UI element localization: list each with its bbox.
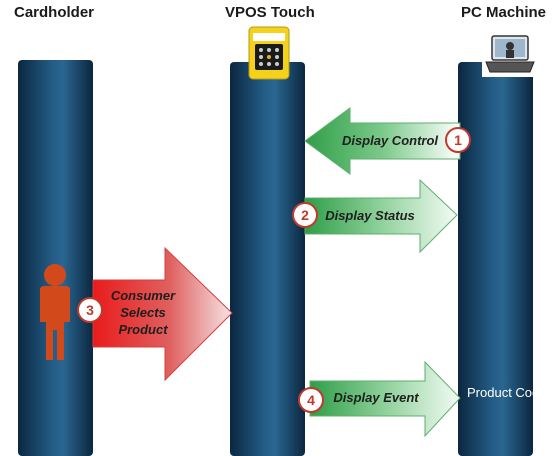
product-code-label: Product Code [467, 385, 547, 400]
step-3-number: 3 [86, 302, 94, 318]
person-icon [40, 264, 70, 360]
arrow-consumer-selects-product: Consumer Selects Product 3 [77, 246, 233, 382]
lane-title-pc: PC Machine [461, 4, 547, 21]
arrow-display-status: Display Status 2 [292, 178, 458, 254]
arrow-display-event: Display Event 4 [298, 360, 461, 438]
step-2-badge [292, 202, 318, 228]
vpos-lifeline [230, 62, 305, 456]
step-3-label-line-3: Product [118, 322, 168, 337]
step-1-badge [445, 127, 471, 153]
vpos-terminal-icon [248, 26, 290, 80]
step-3-badge [77, 297, 103, 323]
step-3-label-line-2: Selects [120, 305, 166, 320]
step-3-label-line-1: Consumer [111, 288, 176, 303]
step-1-label: Display Control [342, 133, 438, 148]
lane-title-vpos: VPOS Touch [225, 4, 315, 21]
step-4-label: Display Event [333, 390, 419, 405]
step-4-badge [298, 387, 324, 413]
laptop-icon [482, 33, 535, 77]
step-1-number: 1 [454, 132, 462, 148]
step-2-label: Display Status [325, 208, 415, 223]
arrow-display-control: Display Control 1 [304, 107, 471, 175]
step-4-number: 4 [307, 392, 315, 408]
pc-lifeline [458, 62, 533, 456]
step-2-number: 2 [301, 207, 309, 223]
lane-title-cardholder: Cardholder [14, 4, 95, 21]
cardholder-lifeline [18, 60, 93, 456]
